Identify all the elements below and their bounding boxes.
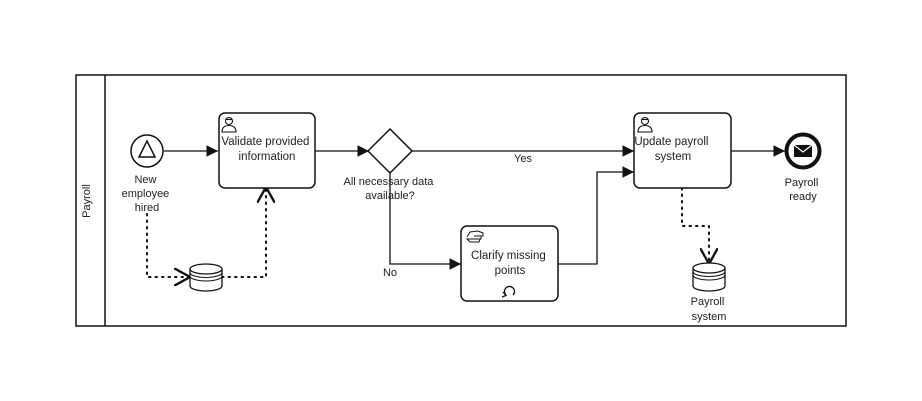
flow-clarify-to-update: [558, 166, 634, 265]
assoc-start-to-store: [146, 213, 190, 277]
start-event-new-employee-hired[interactable]: New employee hired: [122, 134, 173, 214]
task-clarify-missing-points[interactable]: Clarify missing points: [460, 225, 559, 302]
task-validate-label: Validate provided information: [221, 136, 312, 163]
task-validate-provided-information[interactable]: Validate provided information: [218, 112, 316, 189]
gateway-all-necessary-data-available[interactable]: All necessary data available?: [344, 127, 437, 202]
gateway-label: All necessary data available?: [344, 176, 437, 202]
sequence-flows: [164, 145, 785, 270]
hand-icon: [465, 230, 484, 243]
flow-label-no: No: [383, 267, 397, 279]
user-icon: [637, 116, 653, 133]
flow-gateway-no: [389, 172, 461, 270]
user-icon: [221, 116, 237, 133]
task-clarify-label: Clarify missing points: [471, 250, 549, 277]
loop-icon: [501, 285, 516, 298]
task-update-payroll-system[interactable]: Update payroll system: [633, 112, 732, 189]
data-store-payroll-system-label: Payroll system: [691, 296, 728, 323]
data-store-unnamed[interactable]: [189, 263, 223, 292]
assoc-update-to-payroll-system: [681, 187, 709, 264]
flow-label-yes: Yes: [514, 153, 532, 165]
data-associations: [146, 187, 709, 278]
start-event-label: New employee hired: [122, 174, 173, 214]
assoc-store-to-validate: [221, 187, 266, 278]
end-event-payroll-ready[interactable]: Payroll ready: [784, 132, 822, 204]
triangle-icon: [137, 139, 157, 158]
envelope-icon: [793, 144, 813, 157]
data-store-payroll-system[interactable]: Payroll system: [691, 262, 728, 323]
pool-label: Payroll: [81, 184, 93, 218]
task-update-label: Update payroll system: [634, 136, 711, 163]
end-event-label: Payroll ready: [785, 177, 822, 203]
